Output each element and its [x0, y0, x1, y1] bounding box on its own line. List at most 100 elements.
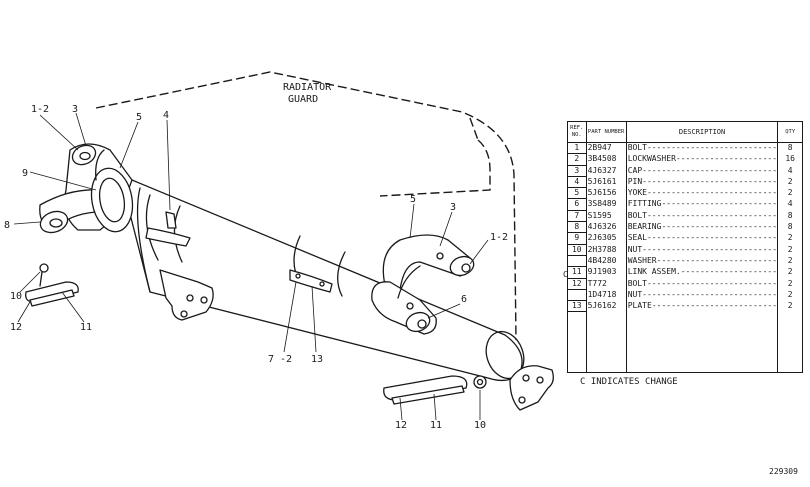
part-number-cell: 4J6326 — [586, 221, 627, 233]
description-cell: LOCKWASHER — [626, 153, 779, 166]
qty-cell: 2 — [787, 188, 793, 198]
description-cell: YOKE — [626, 187, 779, 199]
table-row: 12T772BOLT2 — [568, 278, 802, 290]
part-number-cell: 4J6327 — [586, 165, 627, 177]
qty-cell: 16 — [785, 154, 795, 164]
part-number-cell: 2H3788 — [586, 244, 627, 256]
qty-cell: 4 — [787, 165, 793, 175]
description-cell: NUT — [626, 244, 779, 256]
ref-cell: 2 — [568, 153, 587, 166]
callout-3-right: 3 — [450, 202, 456, 213]
qty-cell: 2 — [787, 289, 793, 299]
part-number-cell: S1595 — [586, 210, 627, 222]
header-description: DESCRIPTION — [626, 122, 779, 143]
ref-cell: 1 — [568, 142, 587, 155]
ref-cell: 9 — [568, 232, 587, 245]
ref-cell: 7 — [568, 210, 587, 223]
callout-12-left: 12 — [10, 322, 22, 333]
header-part-number: PART NUMBER — [586, 122, 627, 143]
part-number-cell: 2J6305 — [586, 232, 627, 245]
ref-cell: 13 — [568, 300, 587, 313]
callout-7-2: 7 -2 — [268, 354, 292, 365]
qty-cell: 2 — [787, 267, 793, 277]
description-cell: SEAL — [626, 232, 779, 245]
part-number-cell: 3S8489 — [586, 198, 627, 211]
right-link-assembly — [383, 365, 554, 411]
callout-1-2-left: 1-2 — [31, 104, 49, 115]
part-number-cell: 4B4280 — [586, 255, 627, 267]
header-ref-no: REF. NO. — [568, 122, 587, 143]
radiator-label-line1: RADIATOR — [283, 82, 332, 93]
qty-cell: 2 — [787, 176, 793, 186]
ref-cell: 5 — [568, 187, 587, 200]
table-row: 92J6305SEAL2 — [568, 232, 802, 245]
table-column-rules — [568, 282, 802, 372]
description-cell: CAP — [626, 165, 779, 177]
callout-1-2-right: 1-2 — [490, 232, 508, 243]
ref-cell: 3 — [568, 165, 587, 177]
callout-8-left: 8 — [4, 220, 10, 231]
table-row: 102H3788NUT2 — [568, 244, 802, 256]
part-number-cell: 5J6156 — [586, 187, 627, 199]
table-row: 63S8489FITTING4 — [568, 198, 802, 211]
ref-cell — [568, 255, 587, 268]
description-cell: WASHER — [626, 255, 779, 267]
ref-cell: 6 — [568, 198, 587, 211]
callout-11-right: 11 — [430, 420, 442, 431]
callout-10-left: 10 — [10, 291, 22, 302]
part-number-cell: 3B4508 — [586, 153, 627, 166]
description-cell: LINK ASSEM. — [626, 266, 779, 279]
qty-cell: 8 — [787, 143, 793, 153]
part-number-cell: 2B947 — [586, 142, 627, 154]
left-universal-joint — [39, 143, 214, 321]
right-universal-joint — [371, 234, 475, 335]
callout-9-left: 9 — [22, 168, 28, 179]
header-qty: QTY — [777, 122, 802, 143]
drawing-number: 229309 — [769, 467, 798, 476]
part-number-cell: 5J6161 — [586, 176, 627, 188]
callout-3-left: 3 — [72, 104, 78, 115]
callout-10-right: 10 — [474, 420, 486, 431]
callout-5-right: 5 — [410, 194, 416, 205]
description-cell: BOLT — [626, 142, 779, 154]
part-number-cell: 9J1903 — [586, 266, 627, 279]
callout-4-left: 4 — [163, 110, 169, 121]
qty-cell: 4 — [787, 199, 793, 209]
ref-cell: 8 — [568, 221, 587, 234]
radiator-label-line2: GUARD — [288, 94, 318, 105]
qty-cell: 8 — [787, 210, 793, 220]
qty-cell: 2 — [787, 244, 793, 254]
callout-13-mid: 13 — [311, 354, 323, 365]
ref-cell: 12 — [568, 278, 587, 290]
radiator-guard-outline: RADIATOR GUARD — [95, 71, 517, 341]
description-cell: PIN — [626, 176, 779, 188]
callout-11-left: 11 — [80, 322, 92, 333]
table-row: 135J6162PLATE2 — [568, 300, 802, 313]
description-cell: BEARING — [626, 221, 779, 233]
qty-cell: 2 — [787, 255, 793, 265]
change-marker: C — [563, 270, 568, 279]
left-link-assembly — [25, 263, 79, 307]
center-clamp — [289, 269, 333, 293]
callout-5-left: 5 — [136, 112, 142, 123]
callout-labels: 1-2 3 5 4 9 8 10 12 11 7 -2 13 5 3 1-2 6… — [4, 104, 508, 431]
change-note: C INDICATES CHANGE — [580, 377, 678, 387]
parts-table-body: 12B947BOLT823B4508LOCKWASHER1634J6327CAP… — [568, 142, 802, 313]
callout-6-right: 6 — [461, 294, 467, 305]
ref-cell — [568, 289, 587, 302]
qty-cell: 8 — [787, 222, 793, 232]
callout-leaders — [13, 112, 489, 421]
ref-cell: 11 — [568, 266, 587, 279]
callout-12-right: 12 — [395, 420, 407, 431]
qty-cell: 2 — [787, 301, 793, 311]
ref-cell: 4 — [568, 176, 587, 189]
qty-cell: 2 — [787, 278, 793, 288]
